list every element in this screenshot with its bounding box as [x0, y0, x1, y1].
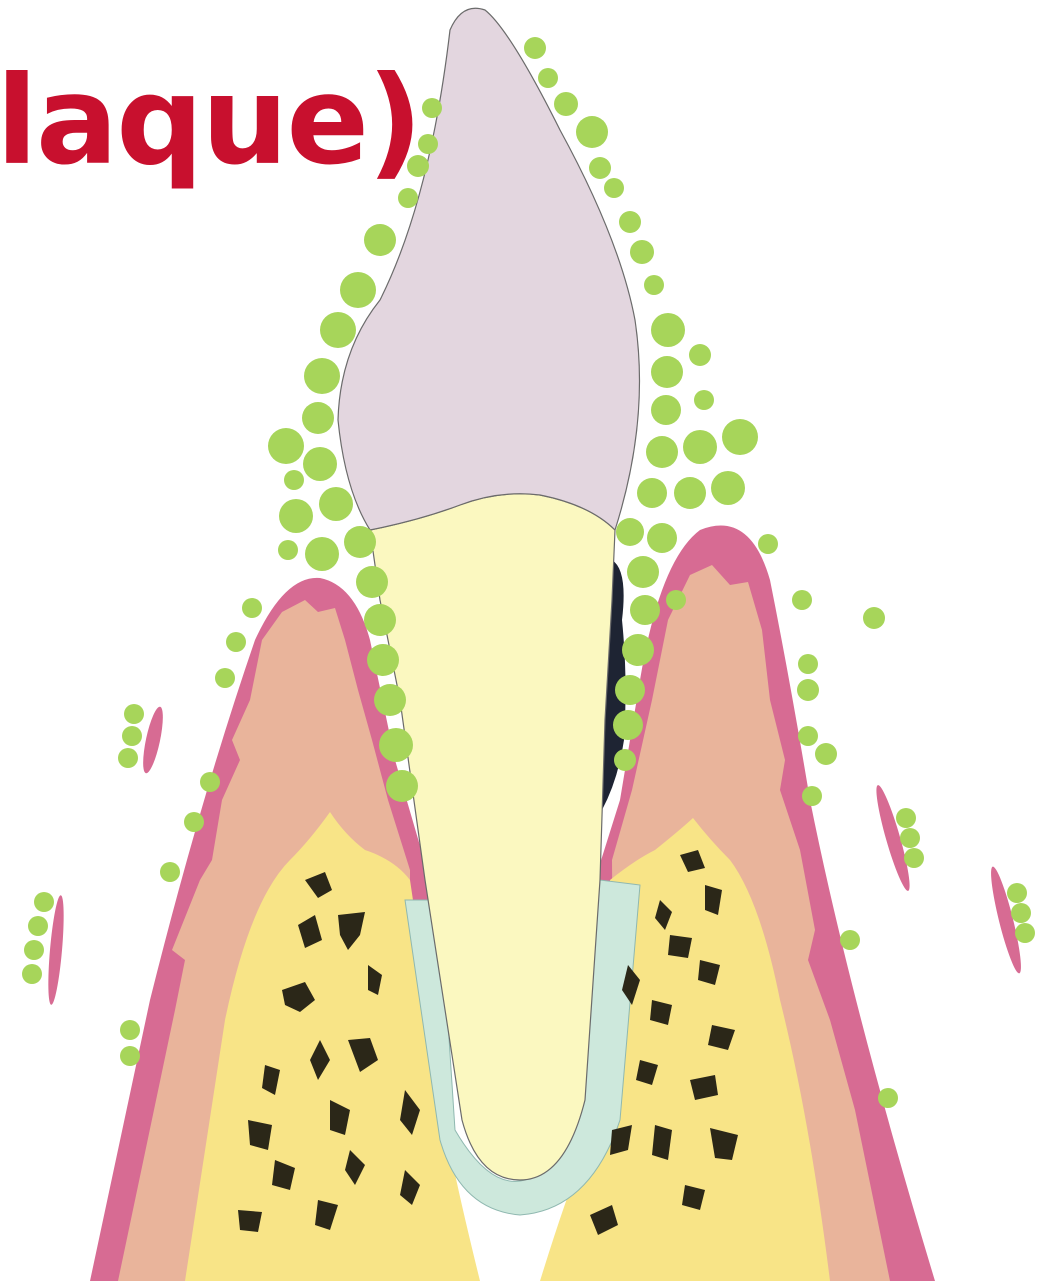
tooth-crown: [338, 8, 640, 530]
